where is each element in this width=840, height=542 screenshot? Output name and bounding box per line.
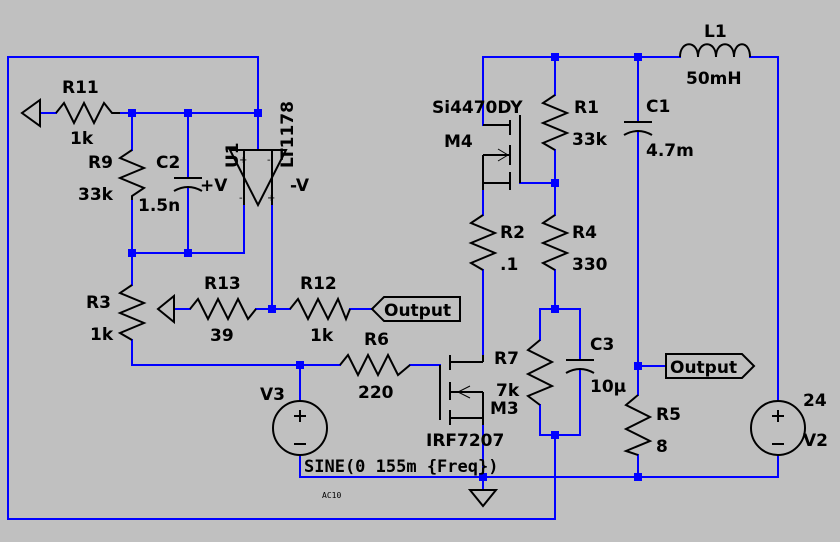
m3-model: IRF7207	[426, 431, 504, 451]
svg-text:-: -	[267, 155, 271, 166]
r11-value: 1k	[70, 129, 94, 149]
m3-ref: M3	[490, 399, 519, 419]
resistor-r11-symbol	[55, 100, 120, 126]
r1-value: 33k	[572, 130, 608, 150]
r6-value: 220	[358, 383, 394, 403]
r5-value: 8	[656, 437, 668, 457]
resistor-r1-symbol	[540, 94, 570, 151]
resistor-r13-symbol	[189, 296, 257, 322]
resistor-r2-symbol	[468, 214, 498, 271]
u1-vminus-label: -V	[290, 176, 310, 196]
voltage-source-v2-symbol	[750, 400, 806, 456]
l1-ref: L1	[704, 22, 727, 42]
opamp-u1-symbol: + - - +	[228, 149, 288, 208]
resistor-r9-symbol	[117, 149, 147, 200]
r13-ref: R13	[204, 274, 241, 294]
c1-ref: C1	[646, 97, 670, 117]
junction	[296, 361, 304, 369]
junction	[268, 305, 276, 313]
v2-ref: V2	[803, 431, 828, 451]
voltage-source-v3-symbol	[272, 400, 328, 456]
output-flag-right	[665, 353, 756, 379]
r12-value: 1k	[310, 326, 334, 346]
output-label-left: Output	[384, 301, 451, 321]
mosfet-m3-symbol	[439, 355, 484, 425]
junction	[184, 109, 192, 117]
ac-directive: AC10	[322, 491, 341, 500]
junction	[479, 473, 487, 481]
r11-ref: R11	[62, 78, 99, 98]
output-flag-left	[370, 296, 461, 322]
c3-value: 10μ	[590, 377, 626, 397]
svg-text:-: -	[239, 193, 243, 204]
junctions	[128, 53, 642, 481]
ground-r11-symbol	[20, 98, 41, 128]
resistor-r5-symbol	[623, 394, 653, 456]
r6-ref: R6	[364, 330, 389, 350]
r3-value: 1k	[90, 325, 114, 345]
r13-value: 39	[210, 326, 234, 346]
u1-model: LT1178	[278, 101, 298, 168]
r12-ref: R12	[300, 274, 337, 294]
r2-ref: R2	[500, 223, 525, 243]
c2-ref: C2	[156, 153, 180, 173]
c1-value: 4.7m	[646, 141, 694, 161]
junction	[551, 53, 559, 61]
junction	[128, 249, 136, 257]
junction	[551, 305, 559, 313]
junction	[634, 53, 642, 61]
v3-ref: V3	[260, 385, 285, 405]
r9-ref: R9	[88, 153, 113, 173]
r2-value: .1	[500, 255, 518, 275]
c2-value: 1.5n	[138, 196, 180, 216]
capacitor-c2-symbol	[173, 177, 203, 192]
c3-ref: C3	[590, 335, 614, 355]
svg-text:+: +	[239, 155, 247, 166]
r9-value: 33k	[78, 185, 114, 205]
r1-ref: R1	[574, 98, 599, 118]
resistor-r7-symbol	[525, 339, 555, 406]
resistor-r3-symbol	[117, 284, 147, 341]
resistor-r12-symbol	[289, 296, 351, 322]
wire-outer-loop	[7, 56, 556, 520]
u1-ref: U1	[223, 142, 243, 168]
junction	[551, 179, 559, 187]
junction	[128, 109, 136, 117]
m4-model: Si4470DY	[432, 98, 523, 118]
wires	[7, 56, 779, 520]
m4-ref: M4	[444, 132, 473, 152]
junction	[184, 249, 192, 257]
ground-r13-symbol	[156, 293, 175, 325]
r4-ref: R4	[572, 223, 597, 243]
inductor-l1-symbol	[679, 43, 751, 58]
resistor-r4-symbol	[540, 214, 570, 271]
junction	[254, 109, 262, 117]
v2-value: 24	[803, 391, 827, 411]
sine-directive: SINE(0 155m {Freq})	[304, 457, 498, 477]
r5-ref: R5	[656, 405, 681, 425]
r4-value: 330	[572, 255, 608, 275]
output-label-right: Output	[670, 358, 737, 378]
r3-ref: R3	[86, 293, 111, 313]
u1-vplus-label: +V	[200, 176, 228, 196]
junction	[551, 431, 559, 439]
mosfet-m4-symbol	[482, 115, 521, 190]
ground-symbol	[467, 489, 499, 508]
capacitor-c1-symbol	[623, 121, 653, 136]
resistor-r6-symbol	[339, 352, 411, 378]
l1-value: 50mH	[686, 69, 742, 89]
r7-ref: R7	[494, 349, 519, 369]
capacitor-c3-symbol	[565, 359, 595, 374]
svg-text:+: +	[267, 193, 275, 204]
junction	[634, 362, 642, 370]
r7-value: 7k	[496, 381, 520, 401]
junction	[634, 473, 642, 481]
